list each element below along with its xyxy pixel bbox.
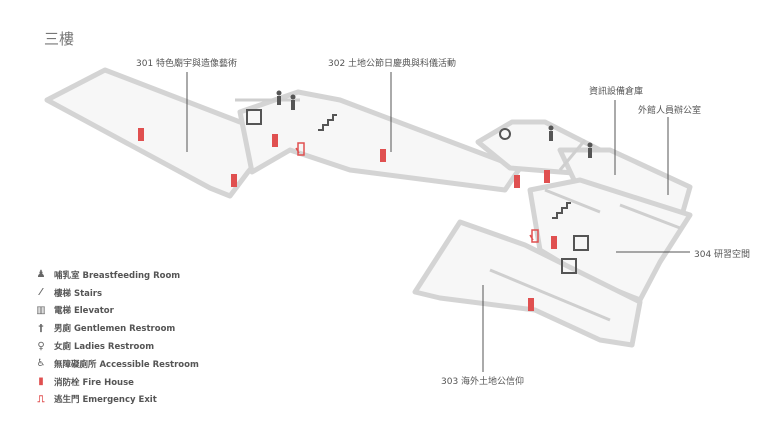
room-label-storage: 資訊設備倉庫	[589, 87, 644, 97]
room-label-303: 303 海外土地公信仰	[441, 377, 525, 387]
legend-label: 無障礙廁所 Accessible Restroom	[54, 359, 199, 370]
elevator-icon	[246, 109, 262, 125]
fire-hose-icon	[544, 170, 550, 183]
gentlemen-restroom-icon: †	[38, 322, 44, 334]
ladies-restroom-icon	[587, 142, 593, 148]
legend-item: ♟ 哺乳室 Breastfeeding Room	[34, 266, 199, 284]
room-label-304: 304 研習空間	[694, 250, 751, 260]
legend-label: 男廁 Gentlemen Restroom	[54, 324, 176, 335]
accessible-restroom-icon	[499, 128, 511, 140]
ladies-restroom-icon: ♀	[37, 340, 45, 352]
legend-item: ⎍ 逃生門 Emergency Exit	[34, 391, 199, 409]
legend-label: 消防栓 Fire House	[54, 377, 134, 388]
emergency-exit-icon	[295, 142, 305, 156]
legend-item: ♿ 無障礙廁所 Accessible Restroom	[34, 355, 199, 373]
legend-item: ♀ 女廁 Ladies Restroom	[34, 337, 199, 355]
fire-hose-icon	[514, 175, 520, 188]
legend-label: 電梯 Elevator	[54, 306, 114, 317]
gentlemen-restroom-icon	[548, 125, 554, 131]
legend-item: ⁄ 樓梯 Stairs	[34, 284, 199, 302]
legend-label: 哺乳室 Breastfeeding Room	[54, 270, 181, 281]
floor-title: 三樓	[44, 30, 75, 48]
fire-hose-icon	[231, 174, 237, 187]
fire-hose-icon	[380, 149, 386, 162]
elevator-icon	[573, 235, 589, 251]
emergency-exit-icon	[529, 229, 539, 243]
stairs-icon: ⁄	[40, 287, 42, 299]
room-label-office: 外館人員辦公室	[638, 106, 702, 116]
legend-item: ▮ 消防栓 Fire House	[34, 373, 199, 391]
fire-hose-markers	[138, 128, 557, 311]
emergency-exit-icon: ⎍	[37, 393, 45, 405]
legend-label: 女廁 Ladies Restroom	[54, 342, 155, 353]
fire-hose-icon	[272, 134, 278, 147]
room-label-301: 301 特色廟宇與造像藝術	[136, 59, 238, 69]
room-302	[237, 89, 523, 193]
room-303	[412, 219, 643, 348]
fire-hose-icon: ▮	[38, 376, 44, 388]
fire-hose-icon	[551, 236, 557, 249]
legend-label: 逃生門 Emergency Exit	[54, 395, 157, 406]
stairs-icon	[552, 202, 571, 219]
gentlemen-restroom-icon	[276, 90, 282, 96]
legend-label: 樓梯 Stairs	[54, 288, 103, 299]
legend-item: † 男廁 Gentlemen Restroom	[34, 319, 199, 337]
fire-hose-icon	[528, 298, 534, 311]
stairs-icon	[318, 114, 337, 131]
breastfeeding-icon: ♟	[36, 269, 46, 281]
legend-item: ▥ 電梯 Elevator	[34, 302, 199, 320]
legend: ♟ 哺乳室 Breastfeeding Room ⁄ 樓梯 Stairs ▥ 電梯 E…	[34, 266, 199, 408]
accessible-restroom-icon: ♿	[36, 358, 46, 370]
elevator-icon	[561, 258, 577, 274]
room-label-302: 302 土地公節日慶典與科儀活動	[328, 59, 457, 69]
elevator-icon: ▥	[36, 304, 46, 316]
ladies-restroom-icon	[290, 94, 296, 100]
fire-hose-icon	[138, 128, 144, 141]
